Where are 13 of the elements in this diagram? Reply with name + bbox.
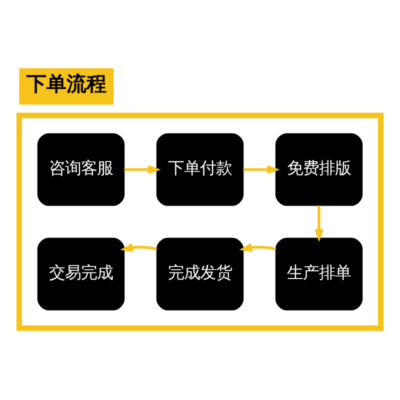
cluster xyxy=(16,112,384,331)
node-box: 下单付款 xyxy=(156,133,244,206)
node-box: 免费排版 xyxy=(275,133,363,206)
diagram-title: 下单流程 xyxy=(26,72,106,96)
node-box: 交易完成 xyxy=(37,238,125,310)
node-box: 完成发货 xyxy=(156,238,244,310)
arrow xyxy=(124,165,161,174)
node-box: 生产排单 xyxy=(275,238,363,310)
arrow xyxy=(239,243,276,252)
arrow xyxy=(120,243,158,252)
node-box: 咨询客服 xyxy=(37,133,125,206)
arrow xyxy=(243,165,280,174)
arrow xyxy=(314,206,324,242)
